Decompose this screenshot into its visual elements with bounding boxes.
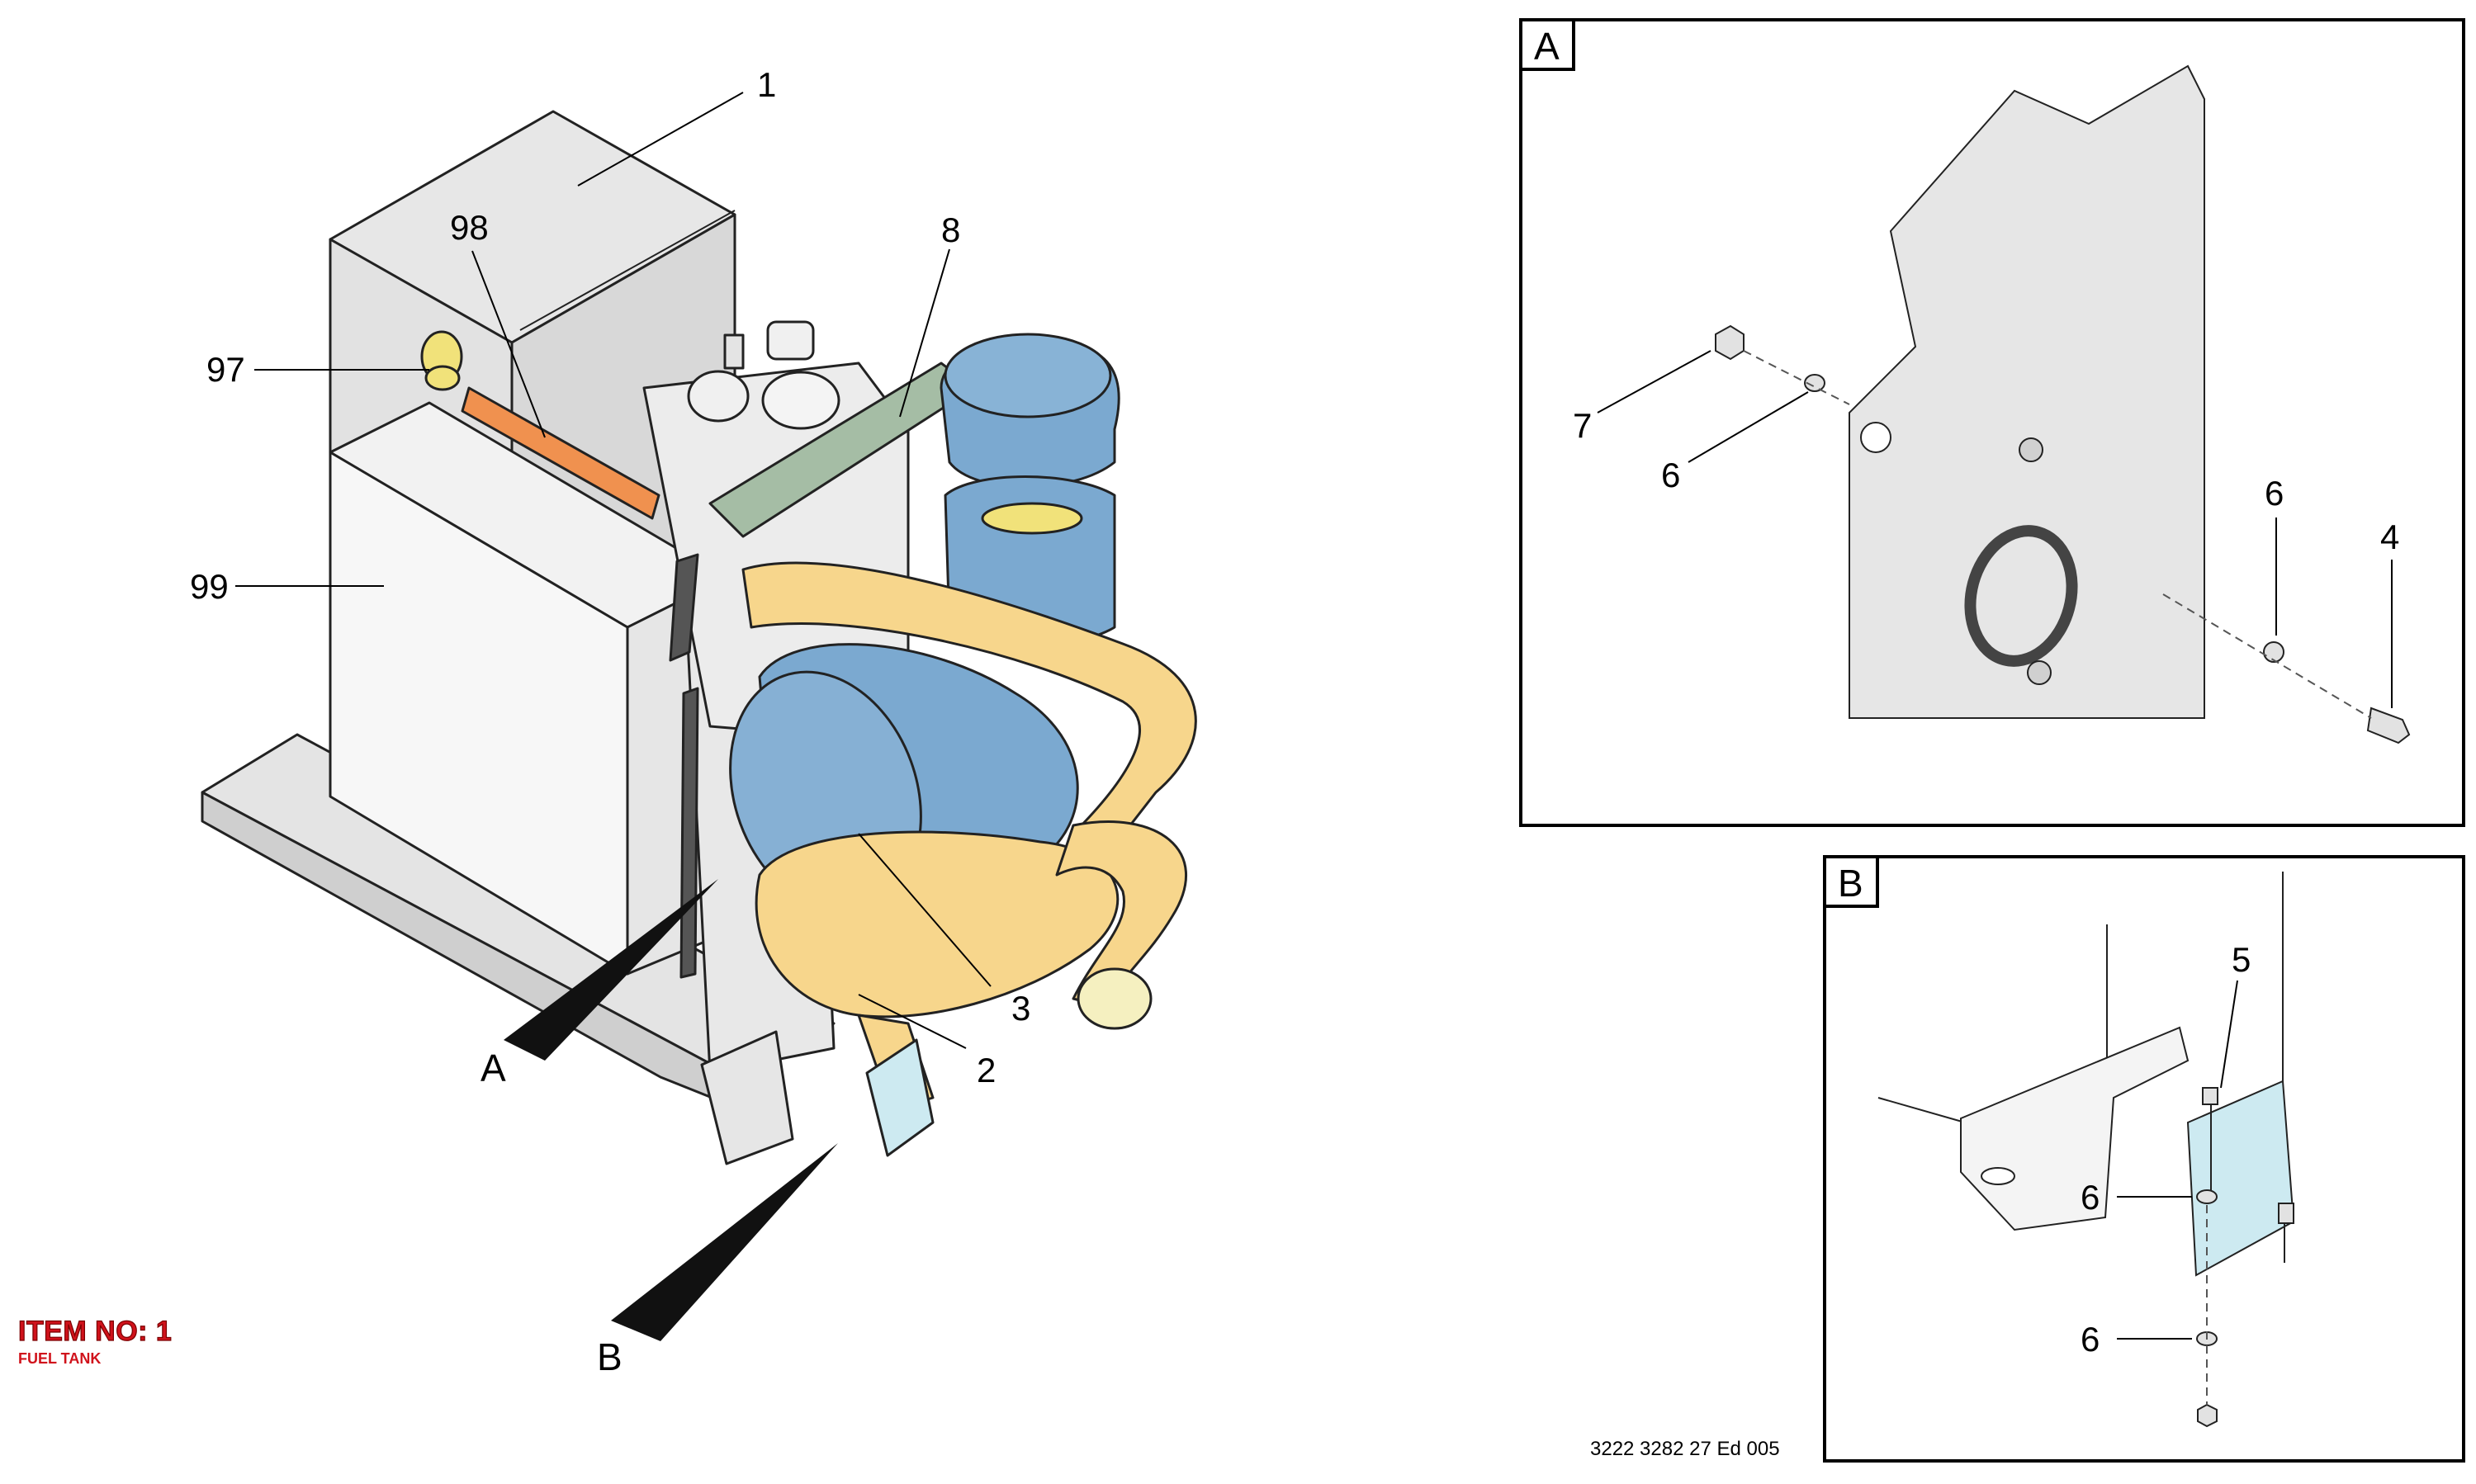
detail-b-frame [1823, 855, 2465, 1463]
callout-main-1: 1 [757, 65, 776, 104]
nut-b [2197, 1403, 2218, 1428]
washer-6a [1804, 374, 1825, 392]
engine-foot-bracket [1960, 1026, 2190, 1231]
callout-b-6-upper: 6 [2081, 1178, 2100, 1217]
item-description: FUEL TANK [18, 1350, 102, 1367]
callout-a-6-left: 6 [1661, 456, 1680, 494]
yellow-hose-upper [741, 561, 1197, 868]
callout-main-3: 3 [1011, 989, 1030, 1028]
document-reference: 3222 3282 27 Ed 005 [1590, 1438, 1780, 1460]
hose-outlet [1077, 967, 1153, 1030]
washer-b-upper [2196, 1189, 2218, 1204]
pointer-b [611, 1143, 838, 1341]
mounting-plate [1849, 64, 2205, 719]
callout-main-98: 98 [450, 208, 489, 247]
view-letter-b: B [597, 1335, 623, 1378]
view-letter-a: A [481, 1047, 506, 1089]
item-number-title: ITEM NO: 1 [17, 1315, 173, 1347]
gasket-ring [1964, 525, 2078, 667]
detail-b-label-box [1823, 855, 1879, 908]
callout-main-2: 2 [977, 1051, 996, 1089]
washer-6b [2263, 641, 2284, 663]
callout-main-8: 8 [941, 210, 960, 249]
detail-b: B 5 6 6 [1823, 855, 2465, 1463]
pointer-a [504, 879, 718, 1061]
main-bracket [865, 1038, 935, 1157]
detail-a-label-box [1519, 18, 1575, 71]
callout-a-4: 4 [2380, 518, 2399, 556]
callout-b-6-lower: 6 [2081, 1320, 2100, 1359]
callout-a-7: 7 [1573, 406, 1592, 445]
detail-b-label: B [1838, 862, 1863, 905]
callout-main-99: 99 [190, 567, 229, 606]
main-assembly [201, 110, 1197, 1165]
callout-b-5: 5 [2232, 940, 2251, 979]
detail-a-label: A [1534, 25, 1560, 68]
callout-a-6-right: 6 [2265, 474, 2284, 513]
bolt-5 [2202, 1087, 2218, 1105]
orange-strip [461, 386, 660, 520]
main-leaders [235, 92, 992, 1049]
bolt-4 [2366, 707, 2411, 744]
callout-main-97: 97 [206, 350, 245, 389]
detail-a: A 7 6 6 4 [1519, 18, 2465, 827]
oil-cap [761, 371, 840, 430]
